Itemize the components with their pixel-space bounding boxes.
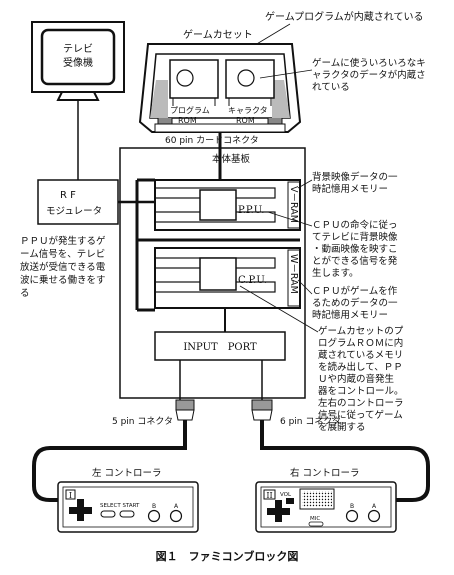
- svg-text:ーム信号を、テレビ: ーム信号を、テレビ: [20, 248, 105, 260]
- tv-label-line2: 受像機: [63, 56, 93, 69]
- program-rom: [169, 59, 219, 106]
- svg-text:ＣＰＵがゲームを作: ＣＰＵがゲームを作: [312, 285, 398, 297]
- left-a-label: A: [174, 503, 179, 510]
- wram-label: W－RAM: [288, 254, 299, 294]
- tv-label-line1: テレビ: [63, 43, 93, 55]
- input-port-label: INPUT PORT: [183, 342, 257, 353]
- mainboard-label: 本体基板: [212, 153, 251, 165]
- ppu-block: P.P.U. V－RAM: [154, 179, 301, 231]
- right-mic-label: MIC: [310, 516, 320, 522]
- svg-text:蔵されているメモリ: 蔵されているメモリ: [318, 349, 403, 361]
- right-controller-number: II: [266, 491, 272, 500]
- cpu-label: C.P.U.: [238, 275, 267, 286]
- left-controller-cord: [32, 420, 187, 502]
- left-controller-number: I: [69, 491, 72, 500]
- character-rom-label-1: キャラクタ: [228, 106, 268, 115]
- rf-label-line2: モジュレータ: [46, 206, 102, 217]
- svg-text:信号に従ってゲーム: 信号に従ってゲーム: [318, 409, 403, 421]
- right-controller-label: 右 コントローラ: [290, 467, 360, 479]
- left-b-label: B: [152, 503, 156, 510]
- figure-caption: 図１ ファミコンブロック図: [156, 549, 299, 563]
- right-controller-cord: [260, 420, 430, 502]
- right-a-button: [367, 509, 381, 523]
- svg-text:生します。: 生します。: [312, 267, 359, 279]
- left-dpad-icon: [69, 499, 92, 521]
- input-port: INPUT PORT: [154, 331, 286, 361]
- right-b-button: [345, 509, 359, 523]
- left-select-button: [100, 510, 116, 518]
- connector-5-label: 5 pin コネクタ: [112, 416, 173, 427]
- vram-label: V－RAM: [288, 186, 299, 223]
- program-rom-label-2: ROM: [178, 116, 197, 125]
- right-vol-slider: [286, 498, 294, 504]
- right-vol-label: VOL: [280, 492, 292, 498]
- left-a-button: [169, 509, 183, 523]
- right-a-label: A: [372, 503, 377, 510]
- mic-grille-icon: [299, 488, 335, 510]
- svg-text:ゲームカセットのプ: ゲームカセットのプ: [318, 325, 404, 337]
- svg-text:Ｕや内蔵の音発生: Ｕや内蔵の音発生: [318, 373, 395, 385]
- svg-text:放送が受信できる電: 放送が受信できる電: [20, 261, 106, 273]
- svg-text:るためのデータの一: るためのデータの一: [312, 297, 398, 309]
- rf-modulator: R F モジュレータ: [37, 179, 119, 225]
- left-controller-label: 左 コントローラ: [92, 467, 162, 479]
- svg-text:時記憶用メモリー: 時記憶用メモリー: [312, 309, 388, 321]
- left-b-button: [147, 509, 161, 523]
- left-start-button: [119, 510, 135, 518]
- cpu-block: C.P.U. W－RAM: [154, 247, 301, 309]
- game-cassette-label: ゲームカセット: [183, 29, 253, 41]
- rf-label-line1: R F: [60, 190, 76, 201]
- svg-text:れている: れている: [312, 82, 350, 93]
- right-dpad-icon: [267, 500, 290, 522]
- svg-text:ゲームに使ういろいろなキ: ゲームに使ういろいろなキ: [312, 57, 426, 69]
- ppu-label: P.P.U.: [238, 205, 264, 216]
- svg-text:ＣＰＵの命令に従っ: ＣＰＵの命令に従っ: [312, 219, 398, 231]
- program-rom-label-1: プログラム: [170, 105, 210, 115]
- svg-text:ログラムＲＯＭに内: ログラムＲＯＭに内: [318, 337, 403, 349]
- right-controller: 右 コントローラ II VOL MIC B A: [255, 467, 397, 533]
- program-contained-note: ゲームプログラムが内蔵されている: [265, 10, 424, 23]
- svg-text:ャラクタのデータが内蔵さ: ャラクタのデータが内蔵さ: [312, 69, 426, 81]
- svg-text:背景映像データの一: 背景映像データの一: [312, 171, 398, 183]
- cpu-description: ゲームカセットのプ ログラムＲＯＭに内 蔵されているメモリ を読み出して、ＰＰ …: [318, 325, 404, 433]
- svg-text:・動画映像を映すこ: ・動画映像を映すこ: [312, 243, 398, 255]
- left-select-start-label: SELECT START: [100, 503, 140, 509]
- connector-5pin: [175, 399, 195, 421]
- ppu-description: ＣＰＵの命令に従っ てテレビに背景映像 ・動画映像を映すこ とができる信号を発 …: [312, 219, 398, 279]
- tv-receiver: テレビ 受像機: [31, 21, 125, 101]
- character-data-note: ゲームに使ういろいろなキ ャラクタのデータが内蔵さ れている: [312, 57, 426, 93]
- svg-text:ＰＰＵが発生するゲ: ＰＰＵが発生するゲ: [20, 235, 106, 247]
- svg-text:とができる信号を発: とができる信号を発: [312, 255, 398, 267]
- left-controller: 左 コントローラ I SELECT START B A: [57, 467, 199, 533]
- svg-text:を読み出して、ＰＰ: を読み出して、ＰＰ: [318, 361, 403, 373]
- svg-text:る: る: [20, 288, 30, 299]
- svg-text:時記憶用メモリー: 時記憶用メモリー: [312, 183, 388, 195]
- svg-text:を展開する: を展開する: [318, 422, 366, 433]
- game-cassette: プログラム ROM キャラクタ ROM: [138, 43, 302, 133]
- connector-6pin: [251, 399, 273, 421]
- wram-description: ＣＰＵがゲームを作 るためのデータの一 時記憶用メモリー: [312, 285, 398, 321]
- character-rom-label-2: ROM: [236, 116, 255, 125]
- connector-6-label: 6 pin コネクタ: [280, 416, 341, 427]
- vram-description: 背景映像データの一 時記憶用メモリー: [312, 171, 398, 195]
- connector-60-label: 60 pin カードコネクタ: [165, 135, 259, 146]
- rf-description: ＰＰＵが発生するゲ ーム信号を、テレビ 放送が受信できる電 波に乗せる働きをす …: [20, 235, 106, 299]
- main-board: 本体基板 P.P.U. V－RAM C.P.U. W－RAM: [119, 132, 306, 399]
- character-rom: [225, 59, 275, 106]
- svg-text:波に乗せる働きをす: 波に乗せる働きをす: [20, 274, 106, 286]
- right-b-label: B: [350, 503, 354, 510]
- svg-text:てテレビに背景映像: てテレビに背景映像: [312, 231, 398, 243]
- svg-text:左右のコントローラ: 左右のコントローラ: [318, 397, 404, 409]
- svg-text:器をコントロール。: 器をコントロール。: [318, 386, 404, 397]
